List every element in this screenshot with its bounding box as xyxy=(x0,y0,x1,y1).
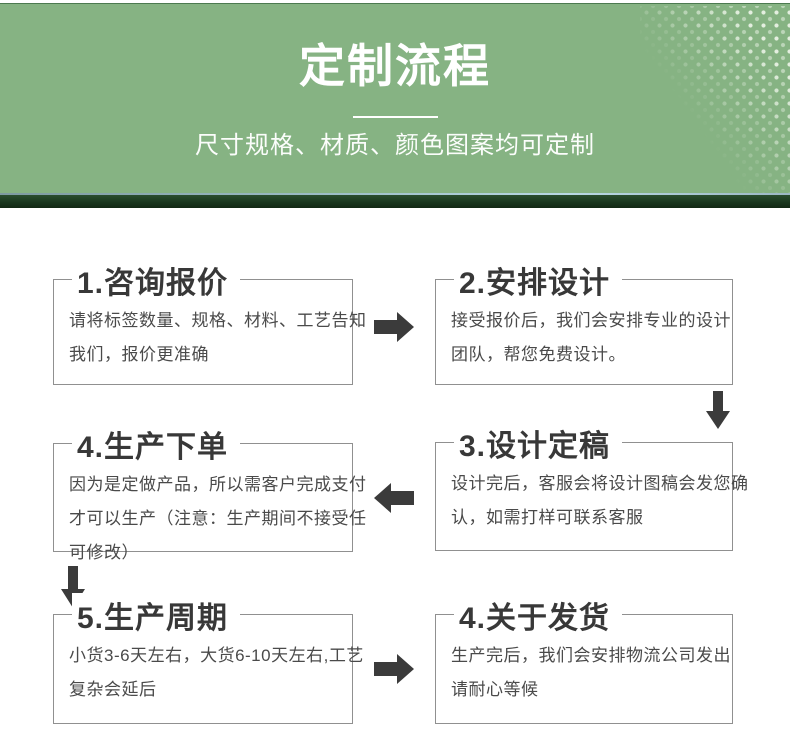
step-description-line: 认，如需打样可联系客服 xyxy=(451,508,644,527)
halftone-dots-icon xyxy=(640,6,790,201)
arrow-right-icon xyxy=(374,654,414,684)
step-description-line: 可修改） xyxy=(69,543,139,562)
step-title: 3.设计定稿 xyxy=(454,421,623,465)
step-title: 4.生产下单 xyxy=(72,422,241,466)
step-title: 4.关于发货 xyxy=(454,593,623,637)
step-description-line: 复杂会延后 xyxy=(69,680,157,699)
page-title: 定制流程 xyxy=(299,40,491,92)
step-box-arrange-design: 2.安排设计 接受报价后，我们会安排专业的设计 团队，帮您免费设计。 xyxy=(435,258,733,385)
step-description: 因为是定做产品，所以需客户完成支付 才可以生产（注意：生产期间不接受任 可修改） xyxy=(69,468,367,570)
step-description: 小货3-6天左右，大货6-10天左右,工艺 复杂会延后 xyxy=(69,639,364,707)
step-box-production-order: 4.生产下单 因为是定做产品，所以需客户完成支付 才可以生产（注意：生产期间不接… xyxy=(53,422,366,562)
step-description-line: 请耐心等候 xyxy=(451,680,539,699)
step-description-line: 团队，帮您免费设计。 xyxy=(451,345,626,364)
step-box-production-cycle: 5.生产周期 小货3-6天左右，大货6-10天左右,工艺 复杂会延后 xyxy=(53,593,364,724)
step-box-about-shipping: 4.关于发货 生产完后，我们会安排物流公司发出 请耐心等候 xyxy=(435,593,733,724)
step-title: 5.生产周期 xyxy=(72,593,241,637)
step-description: 生产完后，我们会安排物流公司发出 请耐心等候 xyxy=(451,639,731,707)
banner-bottom-bar xyxy=(0,195,790,208)
banner-subtitle: 尺寸规格、材质、颜色图案均可定制 xyxy=(195,132,595,159)
arrow-down-icon xyxy=(706,391,730,429)
step-description-line: 设计完后，客服会将设计图稿会发您确 xyxy=(451,474,749,493)
step-title: 1.咨询报价 xyxy=(72,258,241,302)
step-description: 设计完后，客服会将设计图稿会发您确 认，如需打样可联系客服 xyxy=(451,467,749,535)
arrow-right-icon xyxy=(374,312,414,342)
step-box-consult-quote: 1.咨询报价 请将标签数量、规格、材料、工艺告知 我们，报价更准确 xyxy=(53,258,367,385)
step-box-design-final: 3.设计定稿 设计完后，客服会将设计图稿会发您确 认，如需打样可联系客服 xyxy=(435,421,749,551)
step-description-line: 接受报价后，我们会安排专业的设计 xyxy=(451,311,731,330)
banner: 定制流程 尺寸规格、材质、颜色图案均可定制 xyxy=(0,3,790,201)
title-divider xyxy=(353,116,438,118)
banner-bottom-line xyxy=(0,193,790,195)
step-description-line: 因为是定做产品，所以需客户完成支付 xyxy=(69,475,367,494)
step-description: 请将标签数量、规格、材料、工艺告知 我们，报价更准确 xyxy=(69,304,367,372)
arrow-left-icon xyxy=(374,483,414,513)
step-description: 接受报价后，我们会安排专业的设计 团队，帮您免费设计。 xyxy=(451,304,731,372)
step-description-line: 才可以生产（注意：生产期间不接受任 xyxy=(69,509,367,528)
step-description-line: 生产完后，我们会安排物流公司发出 xyxy=(451,646,731,665)
step-description-line: 请将标签数量、规格、材料、工艺告知 xyxy=(69,311,367,330)
step-title: 2.安排设计 xyxy=(454,258,623,302)
step-description-line: 我们，报价更准确 xyxy=(69,345,209,364)
step-description-line: 小货3-6天左右，大货6-10天左右,工艺 xyxy=(69,646,364,665)
